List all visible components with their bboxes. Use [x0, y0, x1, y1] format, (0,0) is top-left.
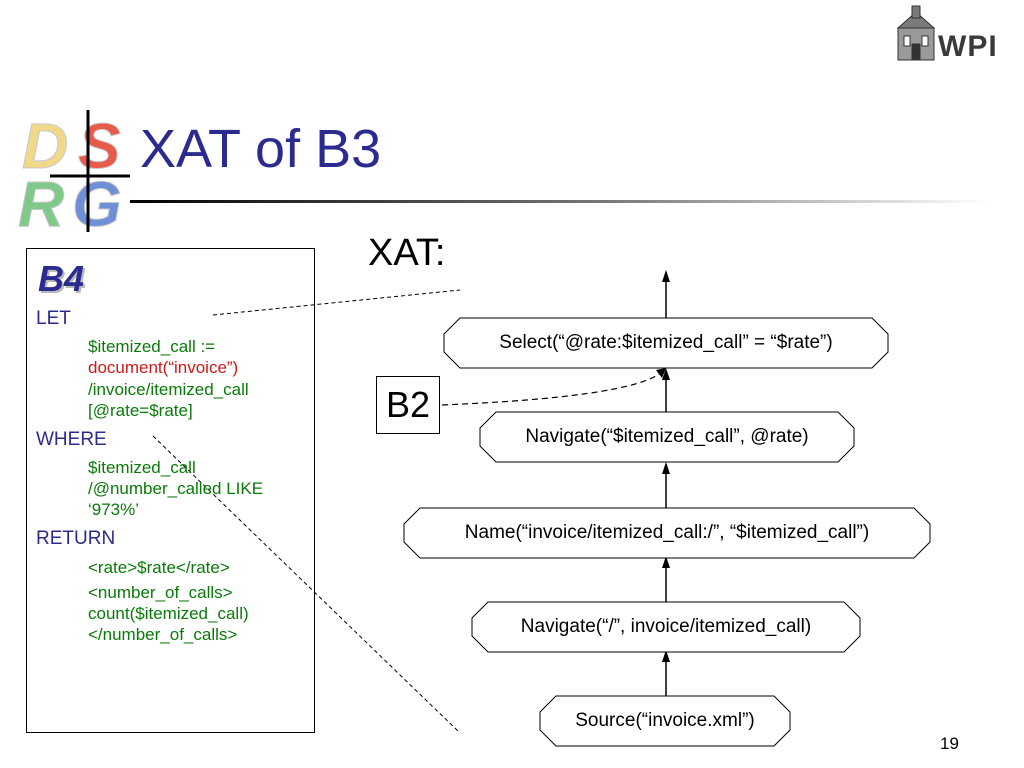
name-shape	[403, 507, 931, 559]
dashed-link-bottom	[152, 435, 461, 734]
return-keyword: RETURN	[36, 528, 116, 549]
return-line-2: <number_of_calls>	[88, 583, 233, 602]
code-panel	[26, 248, 315, 733]
let-keyword: LET	[36, 308, 71, 329]
source-shape	[539, 695, 791, 747]
let-line-2: document(“invoice”)	[88, 358, 239, 377]
return-line-4: </number_of_calls>	[88, 625, 238, 644]
operator-shapes	[403, 317, 931, 747]
where-line-1: $itemized_call	[88, 458, 196, 477]
source-operator: Source(“invoice.xml”)	[575, 710, 755, 731]
select-operator: Select(“@rate:$itemized_call” = “$rate”)	[499, 332, 833, 353]
let-line-1: $itemized_call :=	[88, 337, 216, 356]
where-line-3: ‘973%’	[88, 500, 140, 519]
select-shape	[443, 317, 889, 369]
page-number: 19	[940, 734, 959, 753]
b2-box: B2	[376, 376, 440, 434]
title-rule	[130, 200, 990, 203]
dashed-b2-edge	[441, 371, 663, 406]
svg-text:R: R	[18, 168, 64, 240]
return-line-3: count($itemized_call)	[88, 604, 249, 623]
let-line-3: /invoice/itemized_call	[88, 380, 249, 399]
where-line-2: /@number_called LIKE	[88, 479, 264, 498]
wpi-building-icon	[896, 5, 936, 61]
code-heading: B4	[38, 258, 85, 299]
dashed-link-top	[212, 289, 461, 316]
svg-text:D: D	[22, 110, 68, 182]
wpi-logo-text: WPI	[938, 30, 998, 63]
navigate-root-operator: Navigate(“/”, invoice/itemized_call)	[520, 616, 812, 637]
navigate-rate-operator: Navigate(“$itemized_call”, @rate)	[525, 426, 809, 447]
svg-text:G: G	[72, 168, 122, 240]
navigate-root-shape	[471, 601, 861, 653]
svg-text:S: S	[78, 110, 121, 182]
xat-edges	[662, 270, 670, 696]
let-line-4: [@rate=$rate]	[88, 401, 193, 420]
name-operator: Name(“invoice/itemized_call:/”, “$itemiz…	[464, 522, 870, 543]
xat-label: XAT:	[368, 232, 446, 274]
return-line-1: <rate>$rate</rate>	[88, 558, 230, 577]
navigate-rate-shape	[479, 411, 855, 463]
b2-edge-arrowhead	[656, 368, 666, 378]
dsrg-logo: D S R G	[18, 110, 130, 241]
slide-title: XAT of B3	[140, 119, 382, 179]
where-keyword: WHERE	[36, 429, 107, 450]
